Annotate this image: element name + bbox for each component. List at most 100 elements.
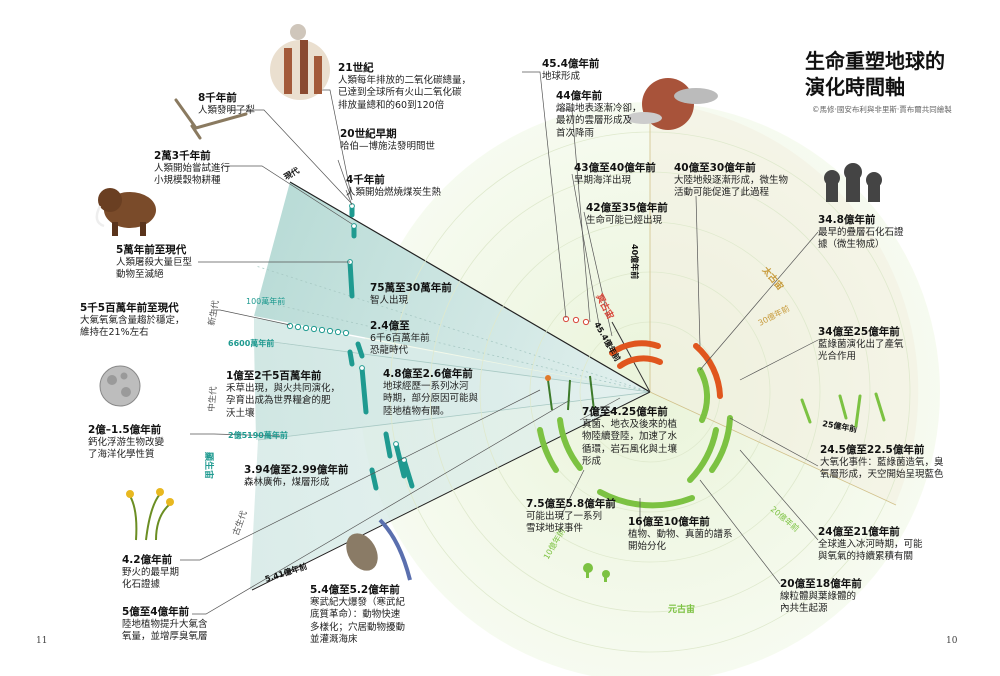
- event-description: 森林廣佈，煤層形成: [244, 476, 330, 488]
- event-description: 人類開始燃燒煤炭生熱: [346, 186, 442, 198]
- event-description: 據（微生物成）: [818, 239, 885, 250]
- event-description: 陸地植物提升大氣含: [122, 618, 208, 630]
- event-label-e2b: 2億–1.5億年前鈣化浮游生物改變了海洋化學性質: [88, 424, 164, 462]
- event-description: 大陸地殼逐漸形成，微生物: [674, 174, 789, 186]
- event-label-e8k: 8千年前人類發明了犁: [198, 92, 255, 117]
- event-time: 40億至30億年前: [674, 162, 756, 174]
- event-time: 34億至25億年前: [818, 326, 900, 338]
- event-label-e23k: 2萬3千年前人類開始嘗試進行小規模穀物耕種: [154, 150, 230, 188]
- event-label-e21c: 21世紀人類每年排放的二氧化碳總量，已達到全球所有火山二氧化碳排放量總和的60到…: [338, 62, 471, 112]
- plow-icon: [174, 98, 248, 140]
- event-description: 已達到全球所有火山二氧化碳: [338, 87, 462, 98]
- event-label-e48: 4.8億至2.6億年前地球經歷一系列冰河時期，部分原因可能與陸地植物有關。: [383, 368, 478, 418]
- radial-guides: [251, 181, 651, 591]
- event-label-e3425: 34億至25億年前藍綠菌演化出了產氧光合作用: [818, 326, 904, 364]
- event-description: 恐龍時代: [370, 345, 409, 356]
- event-time: 4.8億至2.6億年前: [383, 368, 473, 380]
- event-time: 1億至2千5百萬年前: [226, 370, 322, 382]
- event-label-e454: 45.4億年前地球形成: [542, 58, 599, 83]
- event-time: 20億至18億年前: [780, 578, 862, 590]
- event-label-e2421: 24億至21億年前全球進入冰河時期，可能與氧氣的持續累積有關: [818, 526, 923, 564]
- stromatolite-icon: [824, 163, 882, 202]
- event-time: 5千5百萬年前至現代: [80, 302, 179, 314]
- leader-lines: [180, 71, 819, 615]
- era-paleozoic: 古生代: [230, 509, 249, 537]
- event-description: 最早的疊層石化石證: [818, 226, 904, 238]
- event-description: 真菌、地衣及後來的植: [582, 418, 678, 430]
- scale-m100: 100萬年前: [246, 296, 285, 306]
- credit-line: ©馬修·國安布利與非里斯·賈布爾共同繪製: [812, 105, 952, 114]
- event-description: 活動可能促進了此過程: [674, 187, 770, 198]
- event-description: 與氧氣的持續累積有關: [818, 551, 914, 562]
- event-description: 全球進入冰河時期，可能: [818, 538, 923, 550]
- event-label-e348: 34.8億年前最早的疊層石化石證據（微生物成）: [818, 214, 904, 252]
- event-time: 2萬3千年前: [154, 150, 211, 162]
- event-description: 了海洋化學性質: [88, 449, 155, 460]
- event-label-e4340: 43億至40億年前早期海洋出現: [574, 162, 656, 187]
- cenozoic-lower-band: [254, 318, 650, 392]
- event-description: 維持在21%左右: [80, 327, 149, 338]
- event-description: 禾草出現，與火共同演化，: [226, 382, 341, 394]
- event-time: 24.5億至22.5億年前: [820, 444, 925, 456]
- event-label-e7425: 7億至4.25億年前真菌、地衣及後來的植物陸續登陸，加速了水循環，岩石風化與土壤…: [582, 406, 677, 469]
- event-description: 可能出現了一系列: [526, 510, 603, 522]
- hadean-dots: [562, 315, 590, 326]
- event-time: 20世紀早期: [340, 128, 397, 140]
- event-label-e54c: 5.4億至5.2億年前寒武紀大爆發（寒武紀底質革命）：動物快速多樣化；穴居動物擾…: [310, 584, 405, 647]
- event-description: 循環，岩石風化與土壤: [582, 443, 678, 455]
- event-time: 43億至40億年前: [574, 162, 656, 174]
- event-description: 時期，部分原因可能與: [383, 393, 479, 404]
- event-time: 75萬至30萬年前: [370, 282, 452, 294]
- event-label-e4030: 40億至30億年前大陸地殼逐漸形成，微生物活動可能促進了此過程: [674, 162, 788, 200]
- event-time: 5億至4億年前: [122, 606, 190, 618]
- event-label-e2018: 20億至18億年前線粒體與葉綠體的內共生起源: [780, 578, 862, 616]
- event-description: 底質革命）：動物快速: [310, 609, 401, 620]
- event-description: 藍綠菌演化出了產氧: [818, 338, 904, 350]
- era-mesozoic: 中生代: [206, 385, 219, 412]
- event-description: 大氧化事件：藍綠菌造氧，臭: [820, 456, 944, 468]
- event-description: 植物、動物、真菌的譜系: [628, 528, 733, 540]
- event-description: 地球經歷一系列冰河: [383, 380, 469, 392]
- scale-m25190: 2億5190萬年前: [228, 430, 288, 440]
- event-label-e12: 1億至2千5百萬年前禾草出現，與火共同演化，孕育出成為世界糧倉的肥沃土壤: [226, 370, 340, 420]
- fungi-icon: [583, 563, 610, 582]
- page-title: 生命重塑地球的 演化時間軸: [805, 48, 945, 100]
- event-time: 7.5億至5.8億年前: [526, 498, 616, 510]
- event-description: 雪球地球事件: [526, 523, 584, 534]
- event-time: 5.4億至5.2億年前: [310, 584, 400, 596]
- event-label-e4235: 42億至35億年前生命可能已經出現: [586, 202, 668, 227]
- event-description: 氧層形成，天空開始呈現藍色: [820, 469, 944, 480]
- era-cenozoic: 新生代: [206, 299, 221, 327]
- scale-modern: 現代: [282, 165, 301, 182]
- event-description: 內共生起源: [780, 603, 828, 614]
- event-time: 8千年前: [198, 92, 237, 104]
- event-description: 動物至滅絕: [116, 269, 164, 280]
- event-description: 氧量，並增厚臭氧層: [122, 631, 208, 642]
- factory-chimney-icon: [270, 24, 330, 100]
- event-label-e55m: 5千5百萬年前至現代大氣氧氣含量趨於穩定，維持在21%左右: [80, 302, 185, 340]
- lichen-plant-icon: [545, 375, 595, 411]
- phanerozoic-bar-caps: [347, 203, 407, 463]
- event-label-e7558: 7.5億至5.8億年前可能出現了一系列雪球地球事件: [526, 498, 616, 536]
- cloud-earth-icon: [626, 78, 718, 130]
- event-description: 孕育出成為世界糧倉的肥: [226, 395, 331, 406]
- event-description: 智人出現: [370, 294, 409, 306]
- event-description: 沃土壤: [226, 407, 255, 419]
- event-time: 45.4億年前: [542, 58, 600, 70]
- event-label-e42: 4.2億年前野火的最早期化石證據: [122, 554, 179, 592]
- event-description: 大氣氧氣含量趨於穩定，: [80, 314, 185, 326]
- page-number-right: 10: [946, 636, 958, 646]
- event-description: 陸地植物有關。: [383, 405, 450, 417]
- event-description: 人類開始嘗試進行: [154, 162, 231, 174]
- page-number-left: 11: [36, 636, 48, 646]
- event-description: 地球形成: [542, 70, 581, 82]
- event-time: 44億年前: [556, 90, 603, 102]
- event-label-e245: 24.5億至22.5億年前大氧化事件：藍綠菌造氧，臭氧層形成，天空開始呈現藍色: [820, 444, 944, 482]
- event-label-e75: 75萬至30萬年前智人出現: [370, 282, 452, 307]
- event-time: 24億至21億年前: [818, 526, 900, 538]
- plankton-icon: [99, 365, 141, 407]
- event-time: 7億至4.25億年前: [582, 406, 668, 418]
